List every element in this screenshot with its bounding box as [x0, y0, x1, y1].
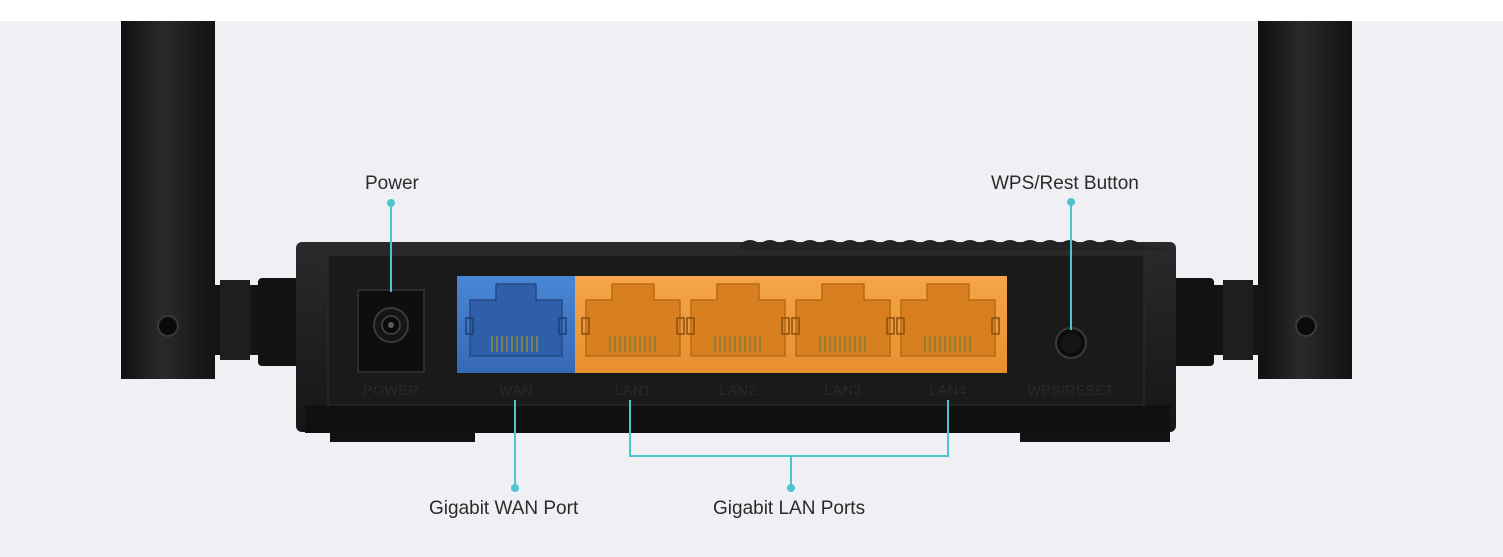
lan-port-3: [791, 283, 895, 357]
left-antenna: [121, 21, 300, 379]
lan-ports: [575, 276, 1007, 373]
callout-power: Power: [365, 173, 419, 194]
callout-lines: [390, 202, 1072, 488]
wan-port: [457, 276, 575, 373]
wps-reset-button: [1055, 327, 1087, 359]
top-strip: [0, 0, 1503, 21]
callout-dots: [387, 198, 1075, 492]
port-label-lan2: LAN2: [719, 382, 757, 398]
port-label-lan4: LAN4: [929, 382, 967, 398]
port-label-lan1: LAN1: [614, 382, 652, 398]
right-antenna: [1172, 21, 1352, 379]
port-label-wps-reset: WPS/RESET: [1027, 382, 1115, 398]
lan-port-4: [896, 283, 1000, 357]
port-label-wan: WAN: [499, 382, 533, 398]
power-jack: [357, 289, 425, 373]
lan-port-1: [581, 283, 685, 357]
callout-wps-reset-button: WPS/Rest Button: [991, 173, 1139, 194]
lan-port-2: [686, 283, 790, 357]
port-label-power: POWER: [363, 382, 419, 398]
port-label-lan3: LAN3: [824, 382, 862, 398]
callout-wan-port: Gigabit WAN Port: [429, 498, 579, 519]
callout-lan-ports: Gigabit LAN Ports: [713, 498, 866, 519]
